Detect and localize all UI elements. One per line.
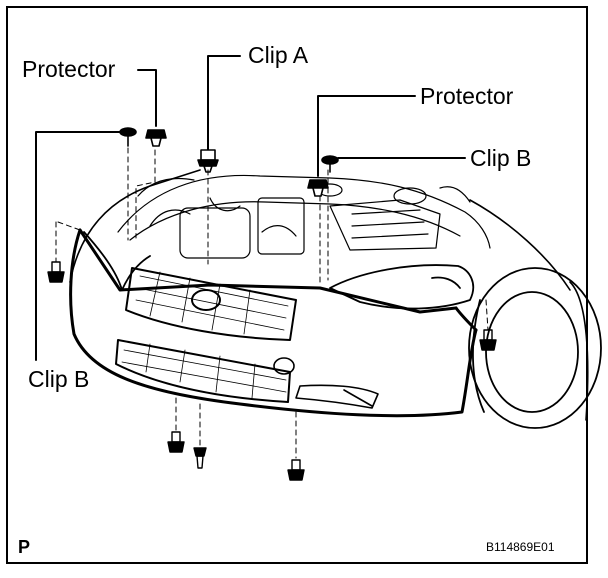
label-clip-a: Clip A [248, 42, 309, 68]
screw-wheel-icon [479, 329, 497, 351]
protector-right-icon [307, 179, 329, 197]
car-body [69, 169, 589, 421]
label-clip-b-right: Clip B [470, 145, 532, 171]
fog-lamp [273, 357, 379, 409]
diagram-frame [6, 6, 588, 564]
lower-grille [115, 339, 291, 403]
label-clip-b-left: Clip B [28, 366, 90, 392]
leader-lines [35, 55, 466, 361]
label-protector-right: Protector [420, 83, 514, 109]
clip-a-icon [197, 149, 219, 173]
upper-grille [125, 267, 297, 341]
headlights [83, 231, 475, 310]
clip-b-top-right-icon [321, 155, 339, 173]
label-protector-left: Protector [22, 56, 116, 82]
screw-left-icon [47, 261, 65, 283]
figure-id: B114869E01 [486, 540, 555, 554]
screw-bottom-1-icon [167, 431, 185, 453]
engine-bay [117, 174, 491, 259]
corner-code: P [18, 537, 31, 557]
front-wheel [468, 267, 602, 429]
protector-left-icon [145, 129, 167, 147]
screw-bottom-2-icon [287, 459, 305, 481]
clip-b-top-left-icon [119, 127, 137, 147]
bumper-cover [69, 228, 478, 418]
guide-lines [55, 147, 489, 459]
clip-bottom-icon [193, 447, 207, 469]
